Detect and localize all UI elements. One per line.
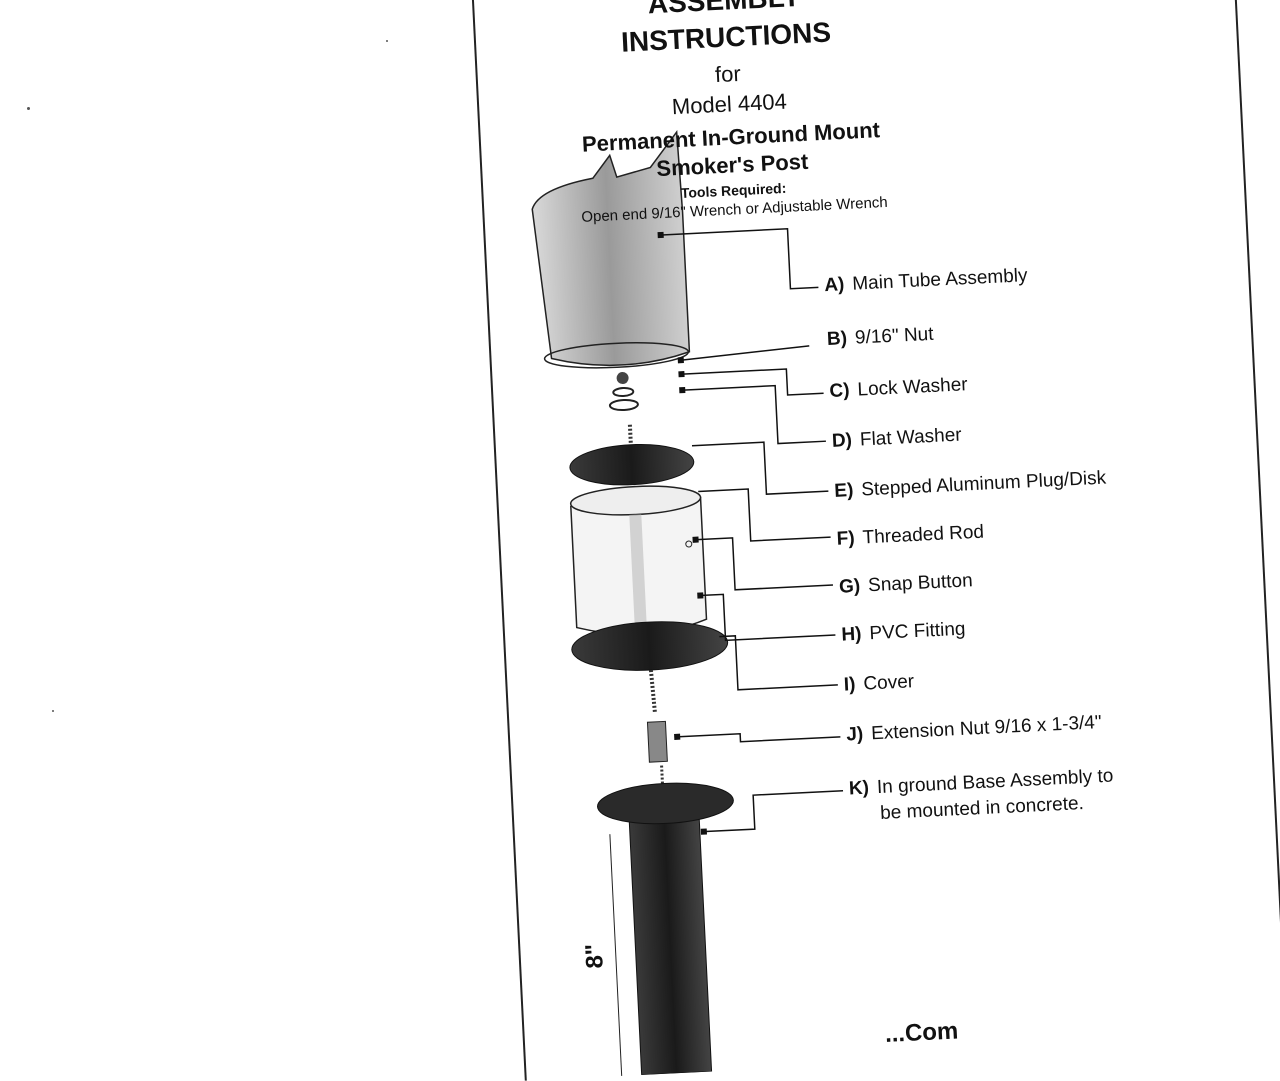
scan-speck (52, 710, 54, 712)
scan-speck (27, 107, 30, 110)
footer-text: ...Com (884, 1017, 959, 1048)
nut-washer-drawing (608, 372, 639, 412)
plug-disk-drawing (569, 424, 695, 486)
main-tube-drawing (531, 130, 691, 369)
leader-dots (657, 231, 708, 835)
instruction-sheet: ASSEMBLY INSTRUCTIONS for Model 4404 Per… (470, 0, 1280, 1081)
scan-speck (386, 40, 388, 42)
pvc-fitting-drawing (569, 485, 708, 635)
part-i: I)Cover (843, 671, 915, 696)
exploded-diagram (531, 130, 844, 1076)
dimension-label: 8" (580, 943, 609, 970)
extension-nut-drawing (646, 720, 668, 763)
cover-drawing (571, 621, 729, 715)
leader-lines (661, 228, 844, 833)
base-assembly-drawing (597, 765, 734, 1076)
